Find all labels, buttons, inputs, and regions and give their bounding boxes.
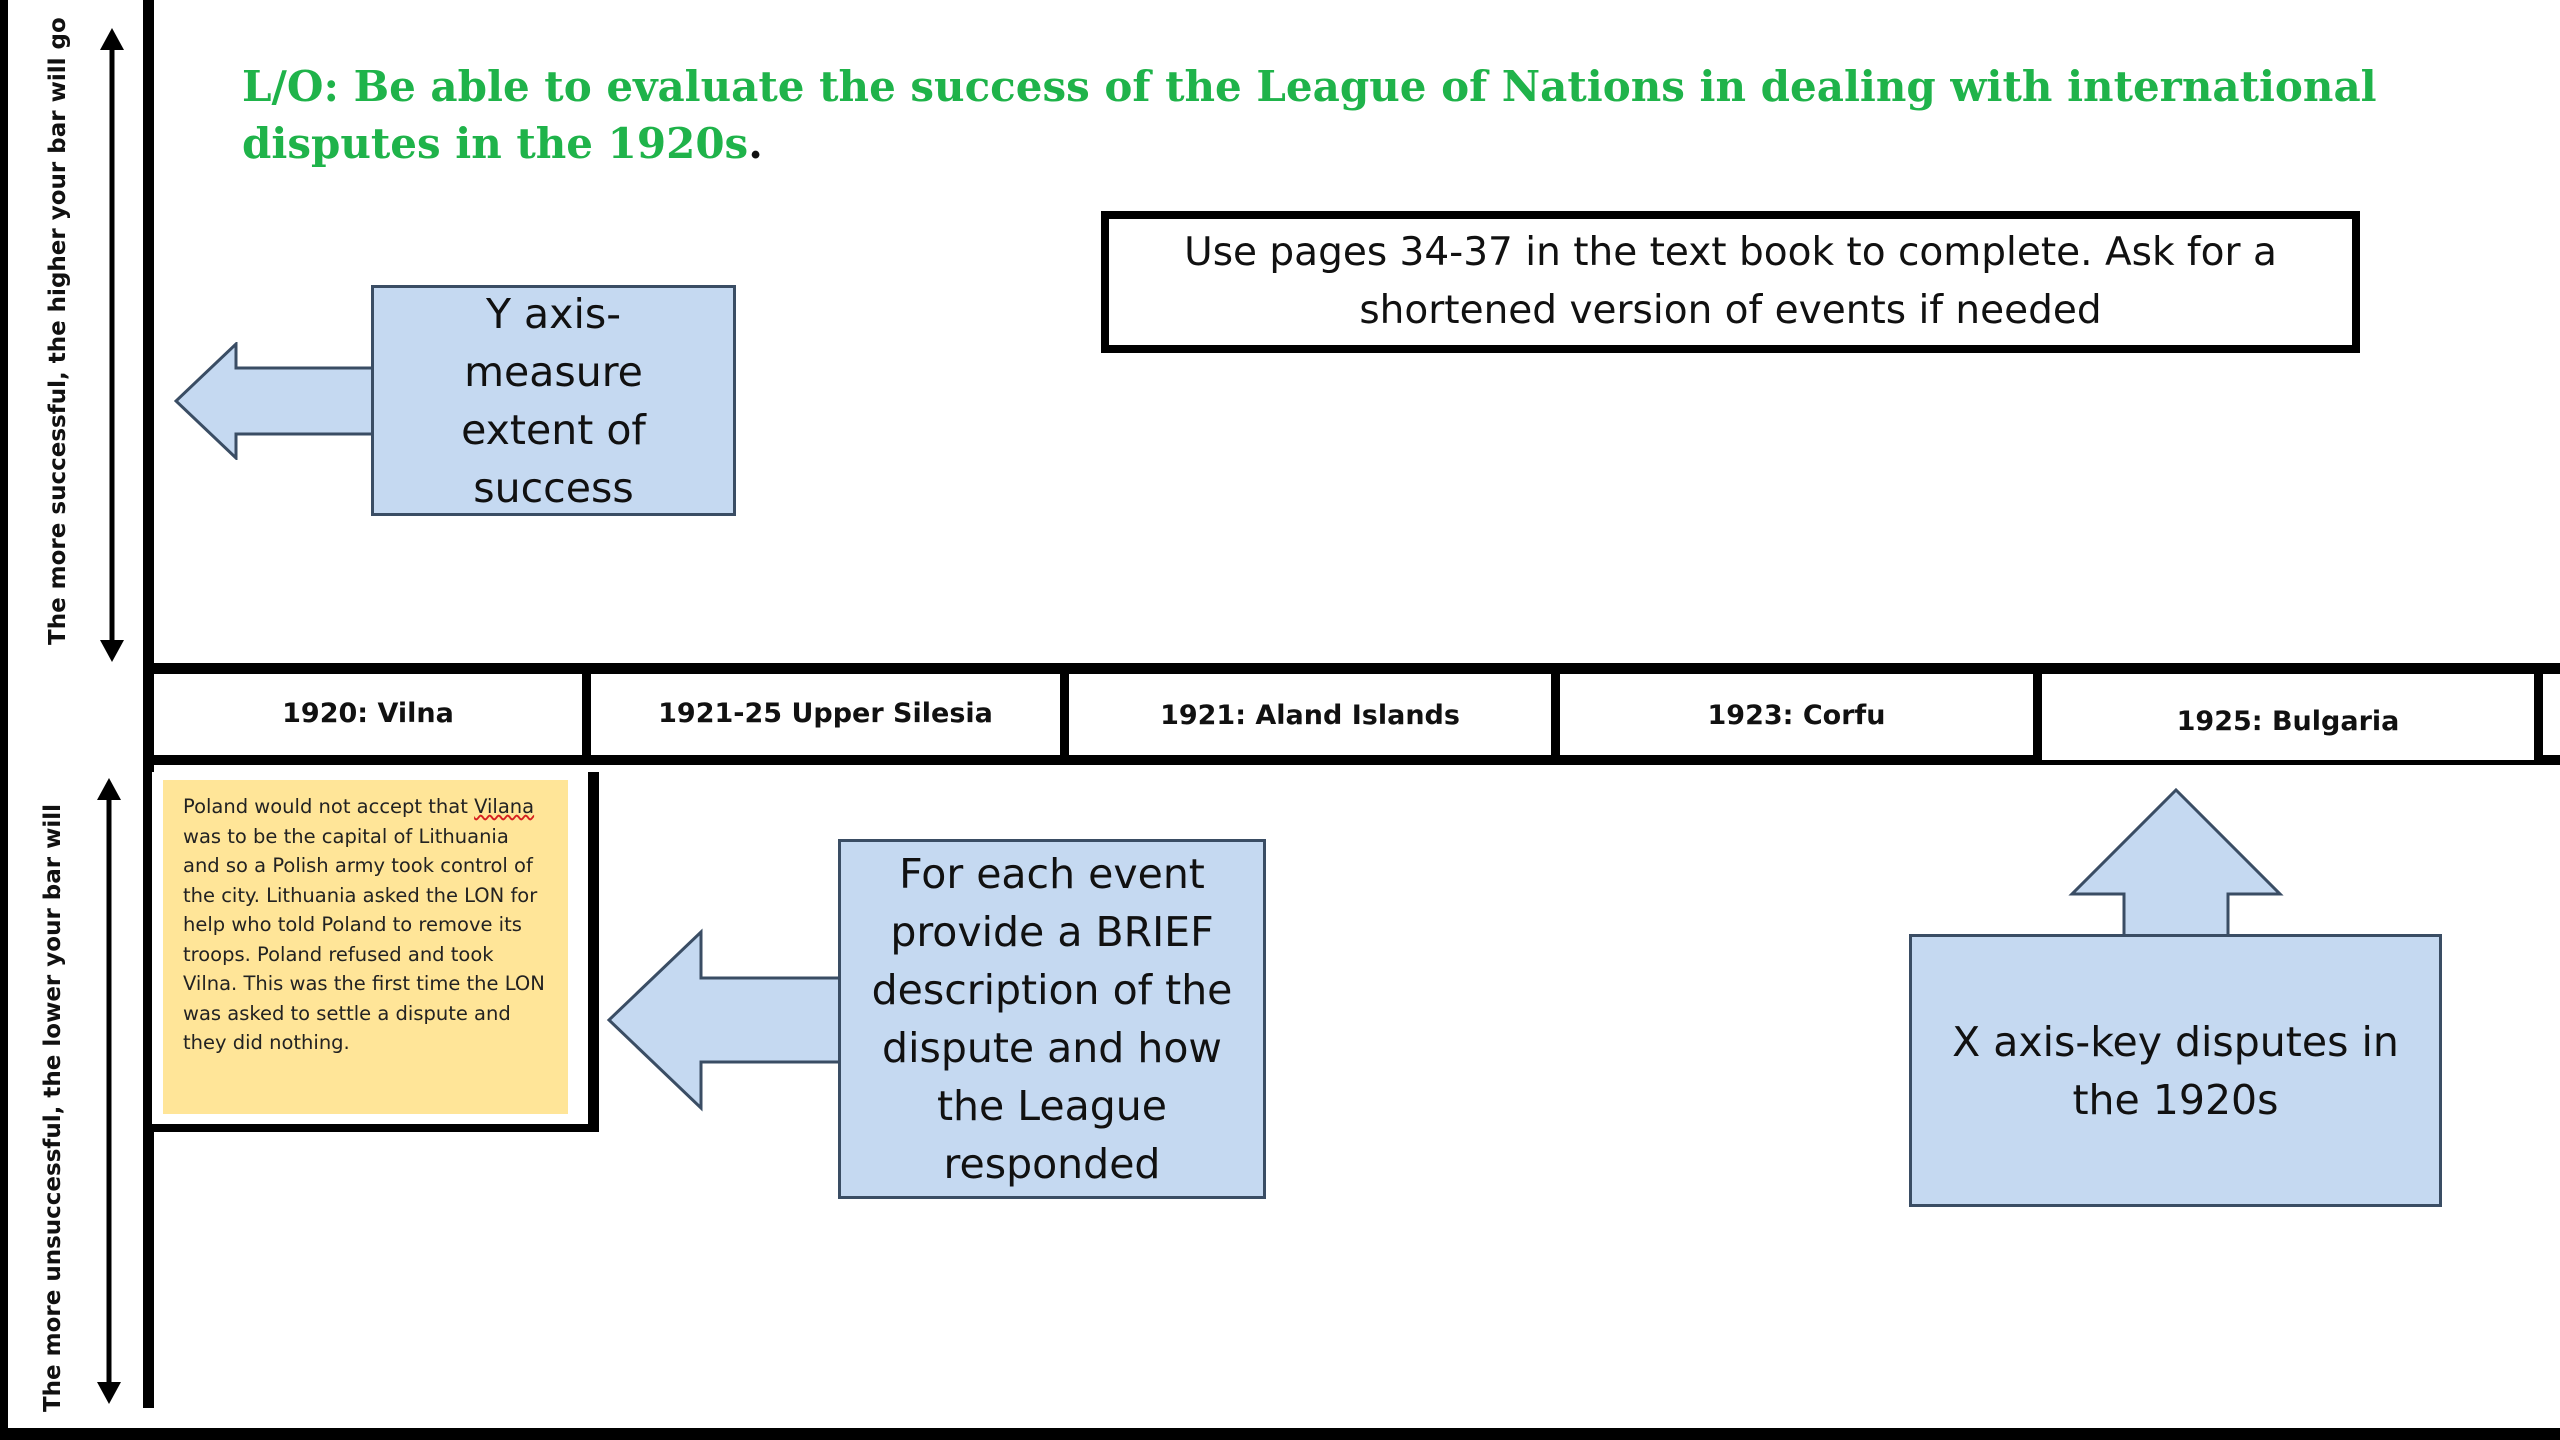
row-divider-4 bbox=[2033, 665, 2042, 763]
outer-left-border bbox=[0, 0, 8, 1440]
y-axis-callout: Y axis- measure extent of success bbox=[371, 285, 736, 516]
description-pre: Poland would not accept that bbox=[183, 795, 475, 818]
upper-double-arrow bbox=[100, 28, 124, 662]
row-divider-5 bbox=[2534, 665, 2543, 763]
vilna-description-card: Poland would not accept that Vilana was … bbox=[163, 780, 568, 1114]
x-axis-callout: X axis-key disputes in the 1920s bbox=[1909, 934, 2442, 1207]
lower-double-arrow bbox=[97, 778, 121, 1404]
event-cell-corfu: 1923: Corfu bbox=[1560, 676, 2033, 754]
instruction-box: Use pages 34-37 in the text book to comp… bbox=[1101, 211, 2360, 353]
row-bottom-line bbox=[148, 755, 2560, 765]
objective-text: L/O: Be able to evaluate the success of … bbox=[242, 62, 2377, 168]
event-callout-arrow bbox=[606, 928, 844, 1112]
event-cell-aland-islands: 1921: Aland Islands bbox=[1069, 676, 1551, 754]
event-cell-vilna: 1920: Vilna bbox=[154, 674, 582, 752]
description-misspelled-word: Vilana bbox=[474, 795, 535, 818]
x-callout-arrow bbox=[2068, 787, 2284, 938]
row-top-line bbox=[148, 663, 2560, 674]
outer-bottom-border bbox=[0, 1428, 2560, 1440]
events-callout: For each event provide a BRIEF descripti… bbox=[838, 839, 1266, 1199]
row-divider-2 bbox=[1060, 665, 1069, 763]
learning-objective: L/O: Be able to evaluate the success of … bbox=[242, 58, 2442, 172]
y-axis-line bbox=[143, 0, 154, 1408]
side-label-upper: The more successful, the higher your bar… bbox=[45, 17, 71, 645]
objective-period: . bbox=[748, 119, 763, 168]
event-cell-upper-silesia: 1921-25 Upper Silesia bbox=[591, 674, 1060, 752]
description-post: was to be the capital of Lithuania and s… bbox=[183, 824, 545, 1055]
side-label-lower: The more unsuccessful, the lower your ba… bbox=[40, 803, 66, 1413]
events-callout-text: For each event provide a BRIEF descripti… bbox=[871, 850, 1233, 1188]
row-divider-3 bbox=[1551, 665, 1560, 763]
x-axis-callout-text: X axis-key disputes in the 1920s bbox=[1952, 1017, 2399, 1124]
event-cell-bulgaria: 1925: Bulgaria bbox=[2042, 682, 2534, 760]
y-callout-arrow bbox=[174, 342, 376, 460]
y-axis-callout-text: Y axis- measure extent of success bbox=[461, 289, 646, 512]
instruction-text: Use pages 34-37 in the text book to comp… bbox=[1184, 230, 2277, 333]
row-divider-1 bbox=[582, 665, 591, 763]
